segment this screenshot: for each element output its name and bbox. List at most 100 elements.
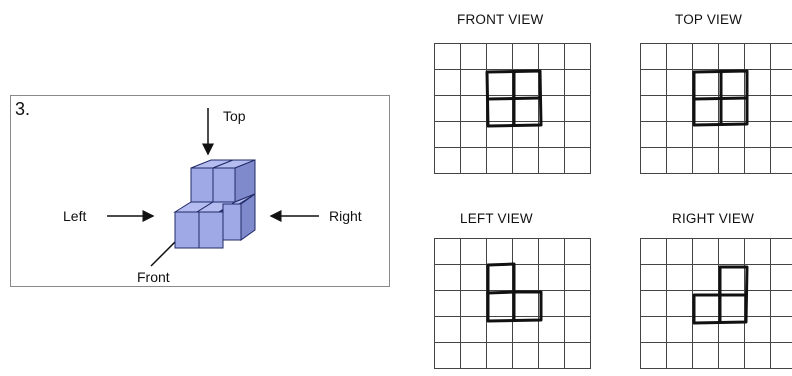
grid-cell [745,96,771,122]
grid-cell [641,148,667,174]
grid-cell [771,239,792,265]
grid-cell [513,291,539,317]
grid-cell [461,148,487,174]
upper-cubes [190,159,256,203]
grid-cell [771,265,792,291]
grid-cell [513,96,539,122]
grid-cell [487,70,513,96]
grid-cell [513,122,539,148]
grid-cell [539,291,565,317]
grid-cell [435,343,461,369]
grid-cell [667,148,693,174]
grid-cell [641,291,667,317]
grid-cell [435,265,461,291]
left-view-title: LEFT VIEW [460,211,533,226]
grid-cell [565,291,591,317]
grid-cell [539,44,565,70]
grid-cell [719,44,745,70]
grid-cell [539,317,565,343]
isometric-cube-figure [107,108,319,267]
grid-cell [719,239,745,265]
grid-cell [693,317,719,343]
grid-cell [539,70,565,96]
grid-cell [565,343,591,369]
grid-cell [667,291,693,317]
grid-cell [513,148,539,174]
grid-cell [435,148,461,174]
grid-cell [719,148,745,174]
grid-cell [719,343,745,369]
grid-cell [771,44,792,70]
grid-cell [771,291,792,317]
grid-cell [435,96,461,122]
top-view-clip [640,43,792,183]
grid-cell [693,44,719,70]
grid-cell [539,122,565,148]
grid-cell [565,70,591,96]
grid-cell [461,239,487,265]
grid-cell [513,265,539,291]
grid-cell [693,148,719,174]
grid-cell [641,122,667,148]
cube-front-face [174,211,200,249]
label-front: Front [137,269,170,285]
grid-cell [513,239,539,265]
grid-cell [513,70,539,96]
problem-panel: 3. [10,95,390,287]
grid-cell [771,70,792,96]
grid-cell [435,44,461,70]
grid-cell [435,70,461,96]
grid-cell [745,44,771,70]
grid-cell [487,291,513,317]
grid-cell [461,343,487,369]
grid-cell [771,122,792,148]
grid-cell [513,317,539,343]
label-top: Top [223,108,246,124]
right-view-clip [640,238,792,376]
grid-cell [513,343,539,369]
grid-cell [461,70,487,96]
cube-front-face [222,203,242,241]
cube-front-face [212,167,236,203]
lower-cubes [173,193,256,249]
grid-cell [693,96,719,122]
cube-front-face [190,167,214,203]
grid-cell [565,239,591,265]
grid-cell [719,265,745,291]
grid-cell [667,70,693,96]
grid-cell [693,122,719,148]
grid-cell [641,44,667,70]
grid-cell [719,317,745,343]
grid-cell [667,44,693,70]
grid-cell [693,343,719,369]
problem-number: 3. [15,99,31,119]
grid-cell [487,239,513,265]
grid-cell [667,122,693,148]
top-view-title: TOP VIEW [675,12,743,27]
grid-cell [667,265,693,291]
cube-side-face [240,193,256,241]
grid-cell [539,148,565,174]
grid-cell [461,44,487,70]
grid-cell [435,317,461,343]
grid-cell [461,317,487,343]
grid-cell [745,317,771,343]
grid-cell [745,291,771,317]
left-view-grid [434,238,591,369]
grid-cell [487,317,513,343]
grid-cell [487,44,513,70]
grid-cell [461,122,487,148]
grid-cell [539,343,565,369]
grid-cell [719,96,745,122]
grid-cell [565,148,591,174]
grid-cell [719,70,745,96]
grid-cell [487,148,513,174]
grid-cell [745,70,771,96]
grid-cell [641,96,667,122]
grid-cell [565,122,591,148]
grid-cell [745,148,771,174]
grid-cell [719,291,745,317]
grid-cell [487,96,513,122]
grid-cell [667,317,693,343]
top-view-grid [640,43,792,174]
